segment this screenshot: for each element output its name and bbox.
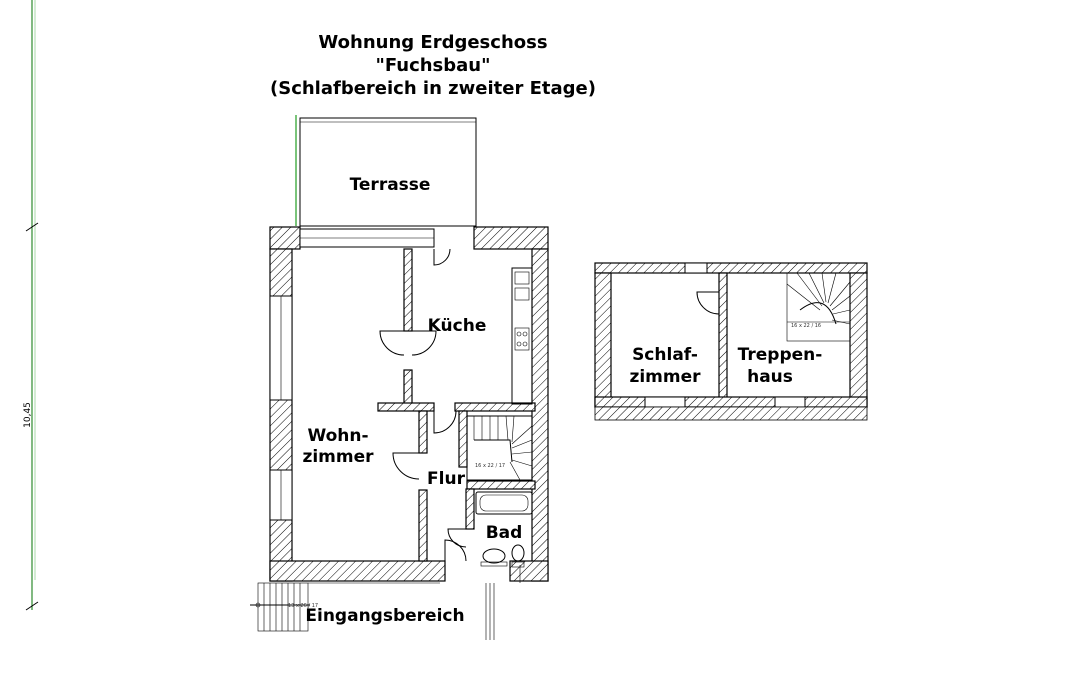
upper-stair-step: [808, 272, 825, 304]
ground-floor-walls: [269, 226, 549, 582]
upper-wall-top: [594, 262, 868, 274]
dimension-label: 10,45: [23, 402, 33, 428]
door-swing-kitchen-left: [379, 330, 405, 356]
room-label-entrance: Eingangsbereich: [305, 606, 464, 626]
room-label-stairwell-2: haus: [747, 367, 793, 387]
door-swing-hall-top: [433, 410, 457, 434]
doors: [379, 248, 467, 562]
room-label-living-1: Wohn-: [307, 426, 368, 446]
stair-step: [511, 451, 533, 455]
upper-floor-walls: [594, 262, 868, 421]
door-swing-entrance: [444, 539, 467, 562]
upper-stair-note: 16 x 22 / 16: [791, 323, 821, 329]
door-swing-bath: [447, 528, 467, 548]
stove-burner-icon: [516, 341, 522, 347]
door-swing-kitchen-right: [411, 330, 437, 356]
upper-wall-left: [594, 272, 612, 408]
upper-stair-walk-line: [799, 302, 837, 325]
title-line-3: (Schlafbereich in zweiter Etage): [270, 78, 596, 99]
kitchen-counter: [511, 267, 533, 405]
staircase-outline: [466, 415, 533, 481]
wall-right: [531, 248, 549, 582]
toilet-tank: [511, 561, 525, 568]
wall-bath-left: [465, 488, 475, 530]
room-label-terrace: Terrasse: [350, 175, 431, 195]
title-line-1: Wohnung Erdgeschoss: [318, 32, 547, 53]
stair-step: [511, 439, 533, 449]
wall-living-hall-upper: [418, 410, 428, 454]
bathtub-inner: [479, 494, 529, 512]
washbasin: [482, 548, 506, 564]
upper-stair-step: [796, 272, 823, 307]
stair-step: [511, 459, 533, 467]
bathtub: [475, 491, 533, 515]
upper-wall-bottom: [594, 396, 868, 408]
upper-window-stairwell: [774, 396, 806, 408]
kitchen-sink-2: [514, 287, 530, 301]
entrance-walk-start: [255, 602, 261, 608]
wall-bottom-right: [509, 560, 549, 582]
stair-step: [509, 461, 521, 481]
wall-kitchen-bottom-left: [377, 402, 435, 412]
room-label-living-2: zimmer: [302, 447, 374, 467]
washbasin-counter: [480, 561, 508, 567]
room-label-kitchen: Küche: [428, 316, 487, 336]
title-line-2: "Fuchsbau": [375, 55, 490, 76]
wall-living-hall-lower: [418, 489, 428, 562]
bathroom-fixtures: [475, 491, 533, 568]
room-label-bedroom-1: Schlaf-: [632, 345, 698, 365]
terrace-area: Terrasse: [295, 115, 477, 227]
upper-window-bedroom: [644, 396, 686, 408]
upper-stair-step: [831, 295, 851, 311]
stair-walk-line: [474, 439, 513, 463]
plan-title: Wohnung Erdgeschoss "Fuchsbau" (Schlafbe…: [270, 32, 596, 99]
entrance-steps: 13 x 26 / 17: [250, 565, 521, 640]
wall-top-left-corner: [269, 226, 301, 250]
room-label-stairwell-1: Treppen-: [738, 345, 823, 365]
stair-note: 16 x 22 / 17: [475, 463, 505, 469]
door-swing-terrace: [433, 248, 451, 266]
terrace-outline: [299, 117, 477, 227]
wall-bath-top: [466, 480, 536, 490]
upper-stair-step: [821, 272, 827, 303]
stair-step: [511, 415, 515, 443]
door-swing-bedroom: [696, 291, 720, 315]
upper-window-top: [684, 262, 708, 274]
upper-stair-step: [786, 283, 821, 311]
wall-kitchen-bottom-right: [454, 402, 536, 412]
upper-stair-step: [827, 272, 837, 304]
wall-top-right: [473, 226, 549, 250]
entrance-stair-note: 13 x 26 / 17: [288, 603, 318, 609]
upper-floor-slab: [594, 406, 868, 421]
upper-stair-step: [832, 309, 851, 315]
stove-burner-icon: [522, 341, 528, 347]
wall-bottom-left: [269, 560, 446, 582]
upper-staircase-outline: [786, 272, 851, 342]
stair-step: [511, 425, 533, 445]
upper-wall-middle: [718, 272, 728, 408]
dimension-tick-bottom: [25, 601, 39, 611]
ground-floor-labels: Küche Wohn- zimmer Flur Bad Eingangsbere…: [302, 316, 522, 626]
upper-wall-right: [849, 272, 868, 408]
wall-kitchen-living-upper: [403, 248, 413, 332]
room-label-bedroom-2: zimmer: [629, 367, 701, 387]
room-label-bathroom: Bad: [486, 523, 523, 543]
dimension-tick-top: [25, 222, 39, 232]
height-dimension: 10,45: [23, 0, 39, 611]
kitchen-fixtures: [511, 267, 533, 405]
kitchen-sink: [514, 271, 530, 285]
stair-step: [505, 415, 509, 441]
upper-floor-labels: Schlaf- zimmer Treppen- haus: [629, 345, 822, 387]
ground-floor-staircase: 16 x 22 / 17: [466, 415, 533, 481]
upper-stair-step: [829, 281, 851, 307]
kitchen-stove: [514, 327, 530, 351]
room-label-hallway: Flur: [427, 469, 466, 489]
upper-floor-fixtures: 16 x 22 / 16: [696, 272, 851, 342]
toilet: [511, 544, 525, 562]
stove-burner-icon: [516, 331, 522, 337]
wall-hall-stairs: [458, 410, 468, 468]
door-swing-living: [392, 452, 420, 480]
stove-burner-icon: [522, 331, 528, 337]
